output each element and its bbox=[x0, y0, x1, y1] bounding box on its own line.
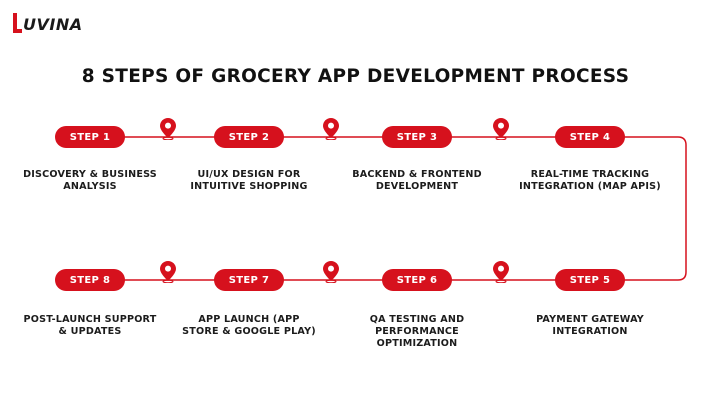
page-title: 8 STEPS OF GROCERY APP DEVELOPMENT PROCE… bbox=[81, 66, 630, 87]
location-pin-icon bbox=[160, 261, 176, 284]
step-description-8: POST-LAUNCH SUPPORT& UPDATES bbox=[10, 314, 170, 338]
step-description-line: APP LAUNCH (APP bbox=[198, 314, 300, 325]
connector-right-turn bbox=[590, 136, 687, 281]
location-pin-icon bbox=[493, 118, 509, 141]
step-description-line: ANALYSIS bbox=[63, 181, 117, 192]
step-badge-5: STEP 5 bbox=[555, 269, 625, 291]
step-badge-2: STEP 2 bbox=[214, 126, 284, 148]
location-pin-icon bbox=[323, 261, 339, 284]
step-badge-8: STEP 8 bbox=[55, 269, 125, 291]
step-badge-3: STEP 3 bbox=[382, 126, 452, 148]
step-description-line: DEVELOPMENT bbox=[375, 181, 459, 192]
step-description-line: OPTIMIZATION bbox=[376, 338, 458, 349]
step-description-line: QA TESTING AND bbox=[369, 314, 465, 325]
location-pin-icon bbox=[160, 118, 176, 141]
step-description-line: STORE & GOOGLE PLAY) bbox=[182, 326, 316, 337]
step-description-line: INTEGRATION (MAP APIS) bbox=[519, 181, 661, 192]
step-description-line: INTEGRATION bbox=[552, 326, 628, 337]
location-pin-icon bbox=[323, 118, 339, 141]
step-description-line: REAL-TIME TRACKING bbox=[530, 169, 650, 180]
step-description-line: PERFORMANCE bbox=[375, 326, 459, 337]
step-badge-1: STEP 1 bbox=[55, 126, 125, 148]
step-description-line: BACKEND & FRONTEND bbox=[352, 169, 482, 180]
step-badge-6: STEP 6 bbox=[382, 269, 452, 291]
brand-logo: UVINA bbox=[13, 13, 83, 33]
logo-mark bbox=[13, 13, 22, 33]
step-description-line: PAYMENT GATEWAY bbox=[536, 314, 644, 325]
step-description-line: UI/UX DESIGN FOR bbox=[197, 169, 301, 180]
step-description-line: POST-LAUNCH SUPPORT bbox=[23, 314, 157, 325]
step-description-line: DISCOVERY & BUSINESS bbox=[23, 169, 157, 180]
step-badge-4: STEP 4 bbox=[555, 126, 625, 148]
step-description-line: INTUITIVE SHOPPING bbox=[190, 181, 308, 192]
location-pin-icon bbox=[493, 261, 509, 284]
logo-text: UVINA bbox=[23, 15, 83, 34]
step-description-line: & UPDATES bbox=[58, 326, 122, 337]
step-badge-7: STEP 7 bbox=[214, 269, 284, 291]
